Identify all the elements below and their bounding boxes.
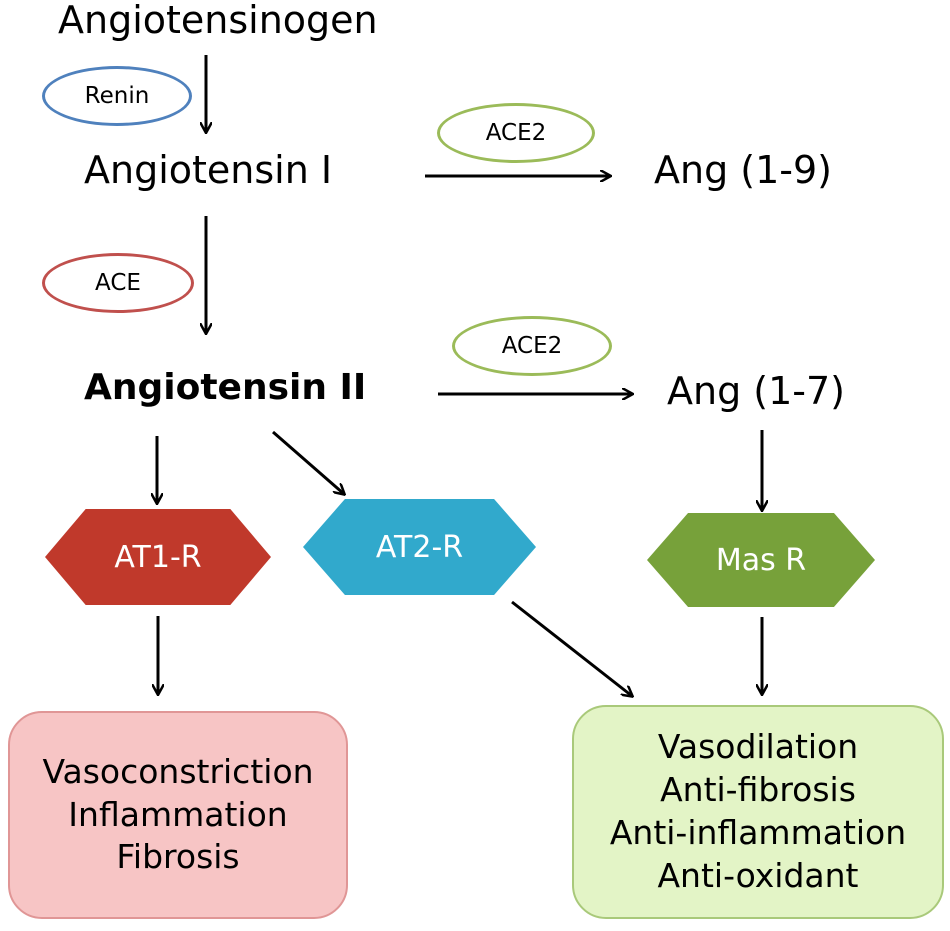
node-angiotensin-i: Angiotensin I: [84, 148, 333, 192]
outcome-harmful-box: Vasoconstriction Inflammation Fibrosis: [8, 711, 348, 919]
outcome-protective-box: Vasodilation Anti-fibrosis Anti-inflamma…: [572, 705, 944, 919]
outcome-anti-fibrosis: Anti-fibrosis: [660, 770, 856, 810]
receptor-at1r: AT1-R: [45, 509, 271, 605]
outcome-vasoconstriction: Vasoconstriction: [42, 751, 314, 791]
node-angiotensin-ii: Angiotensin II: [84, 367, 367, 408]
node-ang-1-7: Ang (1-7): [667, 369, 845, 413]
receptor-at2r: AT2-R: [303, 499, 536, 595]
node-ang-1-9: Ang (1-9): [654, 148, 832, 192]
outcome-inflammation: Inflammation: [68, 794, 288, 834]
arrow-at2r-to-protective: [511, 600, 632, 696]
outcome-fibrosis: Fibrosis: [116, 837, 240, 877]
node-angiotensinogen: Angiotensinogen: [58, 0, 378, 42]
outcome-anti-oxidant: Anti-oxidant: [657, 855, 859, 895]
outcome-vasodilation: Vasodilation: [657, 727, 859, 767]
arrow-ang-ii-to-at2r: [272, 430, 344, 494]
enzyme-ace: ACE: [42, 253, 194, 313]
outcome-anti-inflammation: Anti-inflammation: [609, 813, 907, 852]
enzyme-ace2-bottom: ACE2: [452, 316, 612, 376]
receptor-masr: Mas R: [647, 513, 875, 607]
enzyme-renin: Renin: [42, 66, 192, 126]
enzyme-ace2-top: ACE2: [437, 103, 595, 163]
